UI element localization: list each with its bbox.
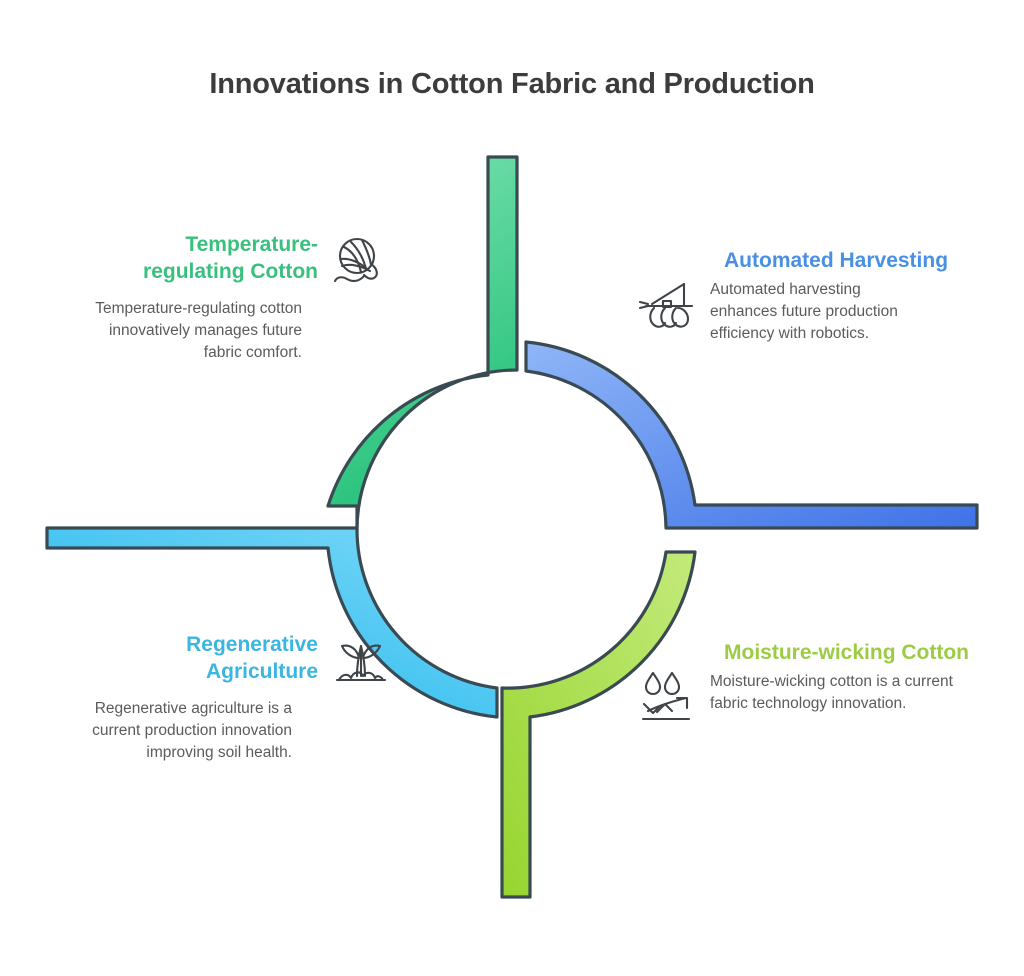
quadrant-temperature-regulating-cotton: Temperature-regulating Cotton Temperatur…: [92, 232, 392, 364]
segment-automated-harvesting[interactable]: [524, 340, 979, 530]
quadrant-body: Temperature-regulating cotton innovative…: [95, 300, 302, 361]
quadrant-body: Moisture-wicking cotton is a current fab…: [710, 672, 953, 712]
quadrant-moisture-wicking-cotton: Moisture-wicking Cotton Moisture-wicking…: [636, 640, 976, 729]
quadrant-body: Regenerative agriculture is a current pr…: [92, 700, 292, 761]
quadrant-regenerative-agriculture: Regenerative Agriculture Regenerative ag…: [92, 632, 392, 764]
quadrant-automated-harvesting: Automated Harvesting Automated harvestin…: [636, 248, 956, 345]
quadrant-heading: Temperature-regulating Cotton: [143, 233, 318, 283]
segment-moisture-wicking-cotton[interactable]: [500, 550, 697, 899]
quadrant-heading: Regenerative Agriculture: [186, 633, 318, 683]
segment-temperature-regulating-cotton[interactable]: [326, 155, 519, 532]
yarn-ball-icon: [330, 232, 392, 294]
harvester-plow-icon: [636, 275, 698, 337]
quadrant-heading: Automated Harvesting: [724, 249, 949, 272]
seedling-icon: [330, 632, 392, 694]
quadrant-body: Automated harvesting enhances future pro…: [710, 280, 898, 342]
segment-regenerative-agriculture[interactable]: [45, 526, 499, 719]
moisture-wicking-icon: [636, 667, 698, 729]
page-title: Innovations in Cotton Fabric and Product…: [209, 68, 815, 100]
quadrant-heading: Moisture-wicking Cotton: [724, 641, 969, 664]
